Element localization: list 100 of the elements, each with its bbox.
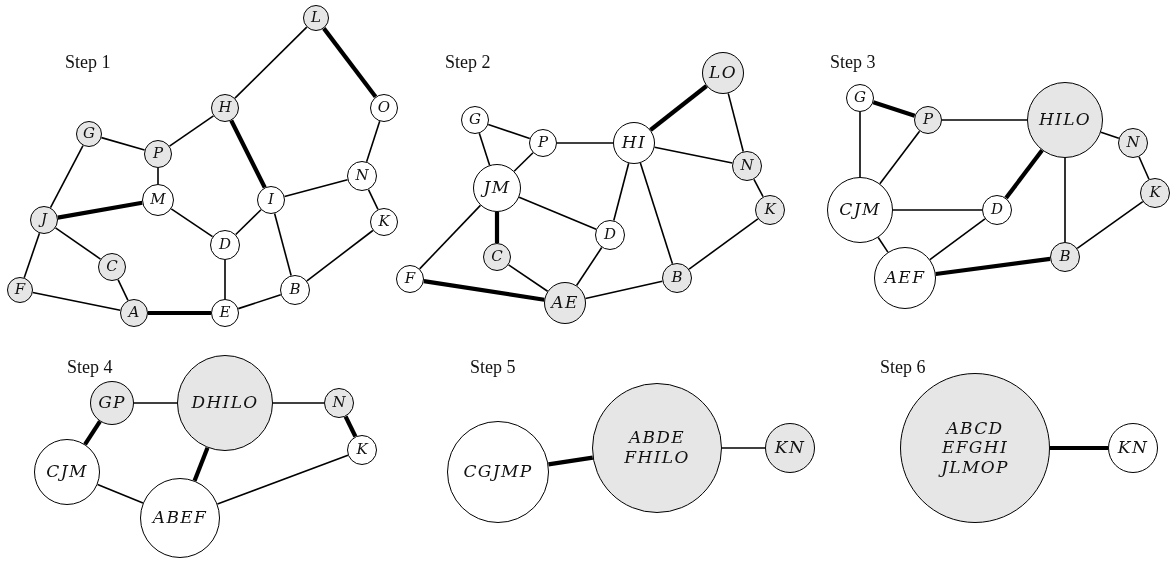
vertex-circle: D xyxy=(595,220,625,250)
step-label: Step 3 xyxy=(830,52,876,73)
edge-line xyxy=(929,218,986,261)
edge-line xyxy=(513,152,534,172)
vertex-circle: DHILO xyxy=(177,355,273,451)
vertex-circle: CJM xyxy=(827,177,893,243)
edge-line xyxy=(170,208,214,238)
edge-line xyxy=(548,455,594,467)
edge-line xyxy=(478,132,491,166)
vertex-circle: N xyxy=(347,161,377,191)
step-label: Step 5 xyxy=(470,357,516,378)
vertex-circle: JM xyxy=(473,164,521,212)
edge-line xyxy=(148,310,211,316)
vertex-circle: GP xyxy=(90,381,134,425)
vertex-circle: HILO xyxy=(1027,82,1103,158)
vertex-circle: F xyxy=(7,277,33,303)
edge-line xyxy=(168,115,215,147)
vertex-circle: CJM xyxy=(34,439,100,505)
edge-line xyxy=(556,142,614,144)
vertex-circle: E xyxy=(211,299,239,327)
vertex-circle: H xyxy=(211,94,239,122)
edge-line xyxy=(367,188,379,211)
edge-line xyxy=(343,415,358,438)
edge-line xyxy=(229,119,267,189)
edge-line xyxy=(613,162,630,222)
edge-line xyxy=(100,136,146,151)
step-label: Step 2 xyxy=(445,52,491,73)
edge-line xyxy=(31,291,122,312)
edge-line xyxy=(1004,149,1044,200)
edge-line xyxy=(234,26,308,99)
edge-line xyxy=(653,146,734,164)
edge-line xyxy=(216,454,349,505)
edge-line xyxy=(96,483,144,504)
edge-line xyxy=(584,280,664,300)
vertex-circle: M xyxy=(142,184,174,216)
edge-line xyxy=(133,402,178,404)
vertex-circle: K xyxy=(370,208,398,236)
edge-line xyxy=(117,278,129,302)
edge-line xyxy=(322,27,378,99)
vertex-circle: K xyxy=(1140,178,1170,208)
vertex-circle: KN xyxy=(1108,423,1158,473)
edge-line xyxy=(234,209,262,236)
vertex-circle: D xyxy=(982,195,1012,225)
vertex-circle: G xyxy=(76,121,102,147)
vertex-circle: O xyxy=(370,94,398,122)
edge-line xyxy=(273,212,292,277)
vertex-circle: J xyxy=(30,206,58,234)
edge-line xyxy=(507,264,549,293)
step-label: Step 1 xyxy=(65,52,111,73)
vertex-circle: C xyxy=(483,243,511,271)
edge-line xyxy=(1076,200,1144,250)
edge-line xyxy=(879,130,921,185)
edge-line xyxy=(1050,445,1108,451)
vertex-circle: B xyxy=(280,275,310,305)
vertex-circle: ABEF xyxy=(140,478,220,558)
edge-line xyxy=(721,447,766,449)
edge-line xyxy=(237,293,282,310)
edge-line xyxy=(1064,157,1066,243)
edge-line xyxy=(1100,131,1120,139)
vertex-circle: B xyxy=(1050,242,1080,272)
vertex-circle: N xyxy=(324,388,354,418)
edge-line xyxy=(224,259,226,300)
edge-line xyxy=(487,123,531,140)
vertex-circle: C xyxy=(98,253,126,281)
vertex-circle: LO xyxy=(702,52,744,94)
edge-line xyxy=(494,212,500,243)
vertex-circle: A xyxy=(120,299,148,327)
vertex-circle: K xyxy=(347,435,377,465)
edge-line xyxy=(872,100,916,118)
edge-line xyxy=(306,229,374,282)
edge-line xyxy=(49,144,84,209)
edge-line xyxy=(192,446,210,482)
edge-line xyxy=(1138,155,1150,181)
vertex-circle: F xyxy=(396,265,424,293)
edge-line xyxy=(365,120,381,163)
edge-line xyxy=(649,84,708,132)
edge-line xyxy=(23,232,41,279)
vertex-circle: AEF xyxy=(874,247,936,309)
edge-line xyxy=(575,246,603,287)
vertex-circle: P xyxy=(144,140,172,168)
vertex-circle: P xyxy=(914,106,942,134)
vertex-circle: L xyxy=(303,5,329,31)
vertex-circle: I xyxy=(257,186,285,214)
edge-line xyxy=(57,200,143,220)
edge-line xyxy=(892,209,983,211)
edge-line xyxy=(54,227,102,260)
edge-line xyxy=(272,402,325,404)
vertex-circle: N xyxy=(732,151,762,181)
vertex-circle: G xyxy=(846,84,874,112)
vertex-circle: D xyxy=(210,230,240,260)
edge-line xyxy=(283,179,349,198)
edge-line xyxy=(639,162,674,265)
vertex-circle: K xyxy=(755,195,785,225)
edge-line xyxy=(859,111,861,178)
vertex-circle: AE xyxy=(544,282,586,324)
vertex-circle: G xyxy=(461,106,489,134)
edge-line xyxy=(941,119,1028,121)
edge-line xyxy=(935,256,1051,277)
vertex-circle: KN xyxy=(765,423,815,473)
vertex-circle: HI xyxy=(613,122,655,164)
